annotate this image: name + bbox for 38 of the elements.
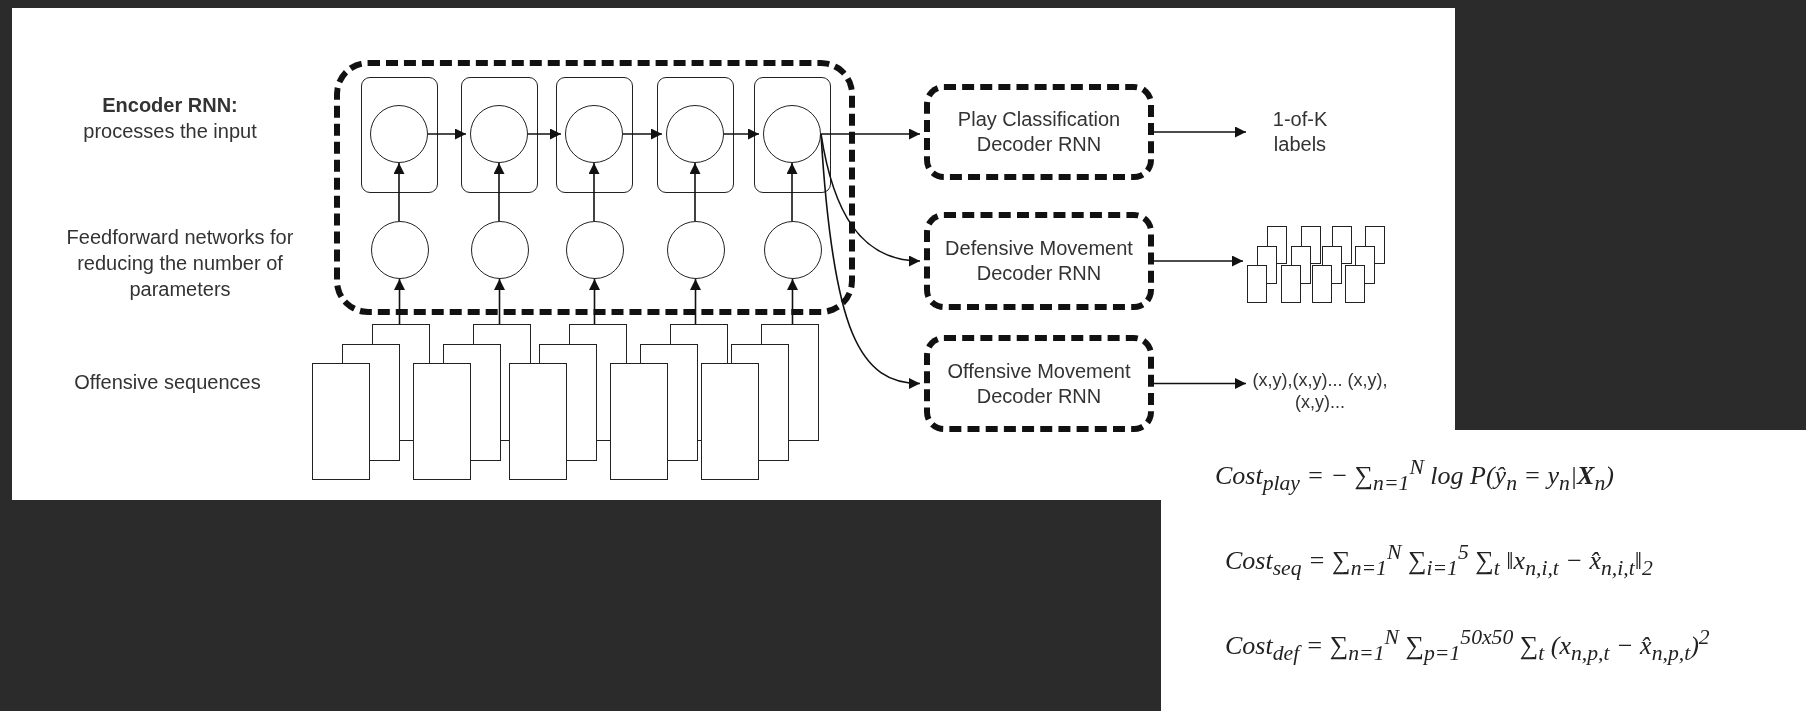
arrow (820, 128, 921, 140)
decoder-box: Offensive Movement Decoder RNN (924, 335, 1154, 432)
cost-equation: Cost$_{def}$ = ∑$_{n=1}$$^{N}$ ∑$_{p=1}$$^{50x50}$ ∑$_{t}$ (x$_{n,p,t}$ − x̂$_{n,p,t}$)$^{2}$ (1225, 625, 1710, 666)
arrow (622, 128, 663, 140)
arrow (494, 278, 505, 325)
rnn-cell-frame (556, 77, 633, 193)
side-label: Encoder RNN: processes the input (82, 93, 258, 144)
arrow (394, 278, 405, 325)
rnn-cell-frame (657, 77, 734, 193)
encoder-group-box (334, 60, 855, 315)
rnn-cell-frame (461, 77, 538, 193)
arrow (493, 162, 505, 222)
rnn-cell-frame (361, 77, 438, 193)
output-text: 1-of-K labels (1250, 105, 1350, 159)
arrow (1153, 378, 1247, 389)
arrow (1153, 255, 1244, 267)
arrow (820, 133, 921, 389)
arrow (527, 128, 562, 140)
arrow (588, 162, 600, 222)
arrow (589, 278, 600, 325)
side-label: Feedforward networks for reducing the number of parameters (65, 225, 295, 302)
arrow (427, 128, 467, 140)
arrow (723, 128, 760, 140)
decoder-box: Defensive Movement Decoder RNN (924, 212, 1154, 310)
output-text: (x,y),(x,y)... (x,y),(x,y)... (1250, 365, 1390, 417)
arrow (690, 278, 701, 325)
side-label: Offensive sequences (73, 370, 262, 395)
rnn-cell-frame (754, 77, 831, 193)
arrow (393, 162, 405, 222)
decoder-box: Play Classification Decoder RNN (924, 84, 1154, 180)
arrow (786, 162, 798, 222)
arrow (1153, 126, 1247, 138)
sequence-stack-drawing (701, 324, 819, 480)
cost-equation: Cost$_{play}$ = − ∑$_{n=1}$$^{N}$ log P(ŷ$_{n}$ = y$_{n}$|X$_{n}$) (1215, 455, 1614, 496)
grid-frames-drawing (1247, 226, 1387, 303)
cost-equation: Cost$_{seq}$ = ∑$_{n=1}$$^{N}$ ∑$_{i=1}$$^{5}$ ∑$_{t}$ ‖x$_{n,i,t}$ − x̂$_{n,i,t}$‖$_{2}$ (1225, 540, 1653, 581)
arrow (689, 162, 701, 222)
arrow (787, 278, 798, 325)
